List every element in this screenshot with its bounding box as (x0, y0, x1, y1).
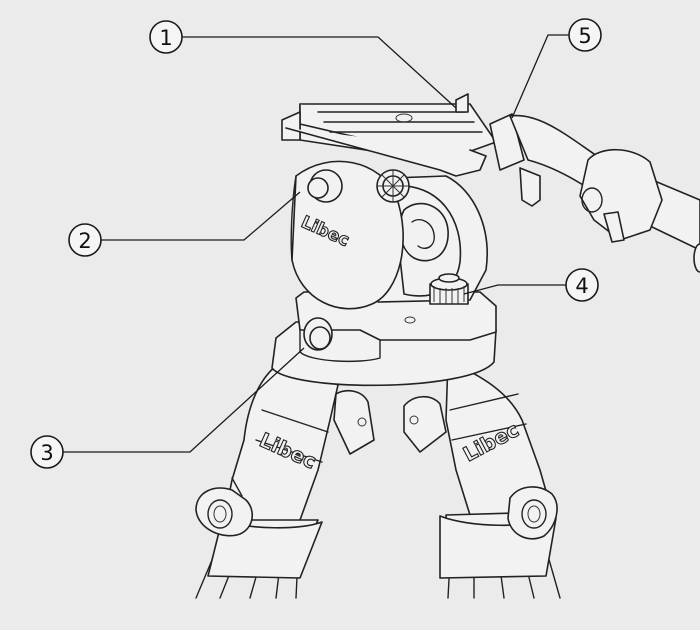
callout-1: 1 (149, 20, 183, 54)
callout-3: 3 (30, 435, 64, 469)
leader-line-1 (182, 36, 457, 109)
svg-text:3: 3 (40, 441, 53, 465)
leader-line-4 (463, 284, 566, 295)
pan-handle (489, 113, 700, 273)
fluid-head: Libec (290, 160, 488, 310)
callouts: 1 2 3 4 5 (30, 18, 602, 469)
svg-text:5: 5 (578, 24, 591, 48)
camera-plate (281, 93, 497, 177)
callout-4: 4 (565, 268, 599, 302)
callout-5: 5 (568, 18, 602, 52)
leader-line-5 (511, 34, 569, 119)
callout-2: 2 (68, 223, 102, 257)
tripod-bowl (271, 291, 497, 387)
svg-text:1: 1 (159, 26, 172, 50)
svg-text:2: 2 (78, 229, 91, 253)
leader-line-3 (63, 347, 305, 453)
svg-text:4: 4 (575, 274, 588, 298)
leader-line-2 (101, 191, 301, 241)
tripod-legs: Libec Libec (195, 359, 561, 599)
